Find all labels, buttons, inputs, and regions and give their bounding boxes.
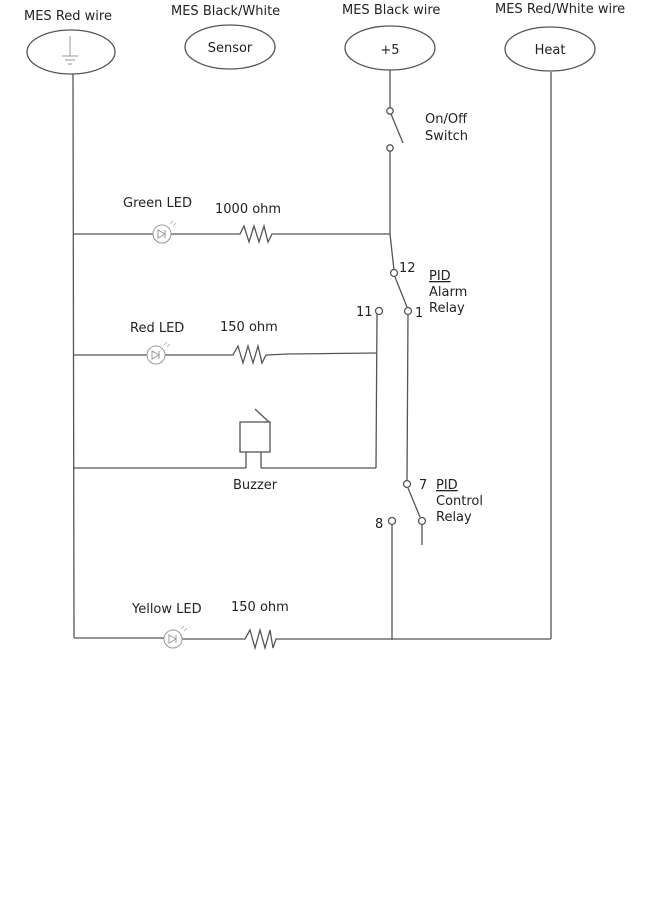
led-icon — [163, 625, 188, 649]
resistor-label: 150 ohm — [231, 600, 289, 615]
relay-label: Control — [436, 494, 483, 509]
led-label: Green LED — [123, 196, 192, 211]
wires — [72, 70, 552, 640]
terminal-label: Sensor — [208, 41, 253, 56]
green-led-branch: Green LED 1000 ohm — [123, 196, 292, 245]
resistor-icon — [243, 627, 280, 651]
terminal-heat: MES Red/White wire Heat — [495, 2, 625, 72]
relay-label: PID — [436, 478, 458, 493]
resistor-label: 1000 ohm — [215, 202, 281, 217]
led-icon — [146, 341, 171, 365]
relay-label: Relay — [436, 510, 472, 525]
pin-label: 12 — [399, 261, 416, 276]
relay-label: PID — [429, 269, 451, 284]
terminal-sensor: MES Black/White Sensor — [171, 4, 280, 70]
relay-label: Alarm — [429, 285, 467, 300]
wire-label-red-white: MES Red/White wire — [495, 2, 625, 17]
pid-control-relay: 7 8 PID Control Relay — [375, 478, 483, 532]
yellow-led-branch: Yellow LED 150 ohm — [131, 600, 289, 651]
resistor-label: 150 ohm — [220, 320, 278, 335]
buzzer-label: Buzzer — [233, 478, 278, 493]
resistor-icon — [235, 223, 292, 245]
red-led-branch: Red LED 150 ohm — [130, 320, 289, 366]
resistor-icon — [230, 343, 289, 366]
ground-icon — [62, 36, 78, 65]
buzzer: Buzzer — [233, 408, 278, 493]
switch-label: On/Off — [425, 112, 468, 127]
pin-label: 7 — [419, 478, 427, 493]
terminal-label: +5 — [380, 43, 399, 58]
on-off-switch: On/Off Switch — [386, 107, 468, 152]
wire-label-red: MES Red wire — [24, 9, 112, 24]
led-label: Yellow LED — [131, 602, 202, 617]
pin-label: 1 — [415, 306, 423, 321]
wire-label-black: MES Black wire — [342, 3, 440, 18]
terminal-ground: MES Red wire — [24, 9, 116, 75]
wire-label-black-white: MES Black/White — [171, 4, 280, 19]
led-icon — [152, 220, 177, 244]
switch-label: Switch — [425, 129, 468, 144]
pin-label: 11 — [356, 305, 373, 320]
terminal-label: Heat — [535, 43, 566, 58]
terminal-plus5: MES Black wire +5 — [342, 3, 440, 71]
pin-label: 8 — [375, 517, 383, 532]
led-label: Red LED — [130, 321, 184, 336]
relay-label: Relay — [429, 301, 465, 316]
pid-alarm-relay: 12 11 1 PID Alarm Relay — [356, 261, 467, 321]
